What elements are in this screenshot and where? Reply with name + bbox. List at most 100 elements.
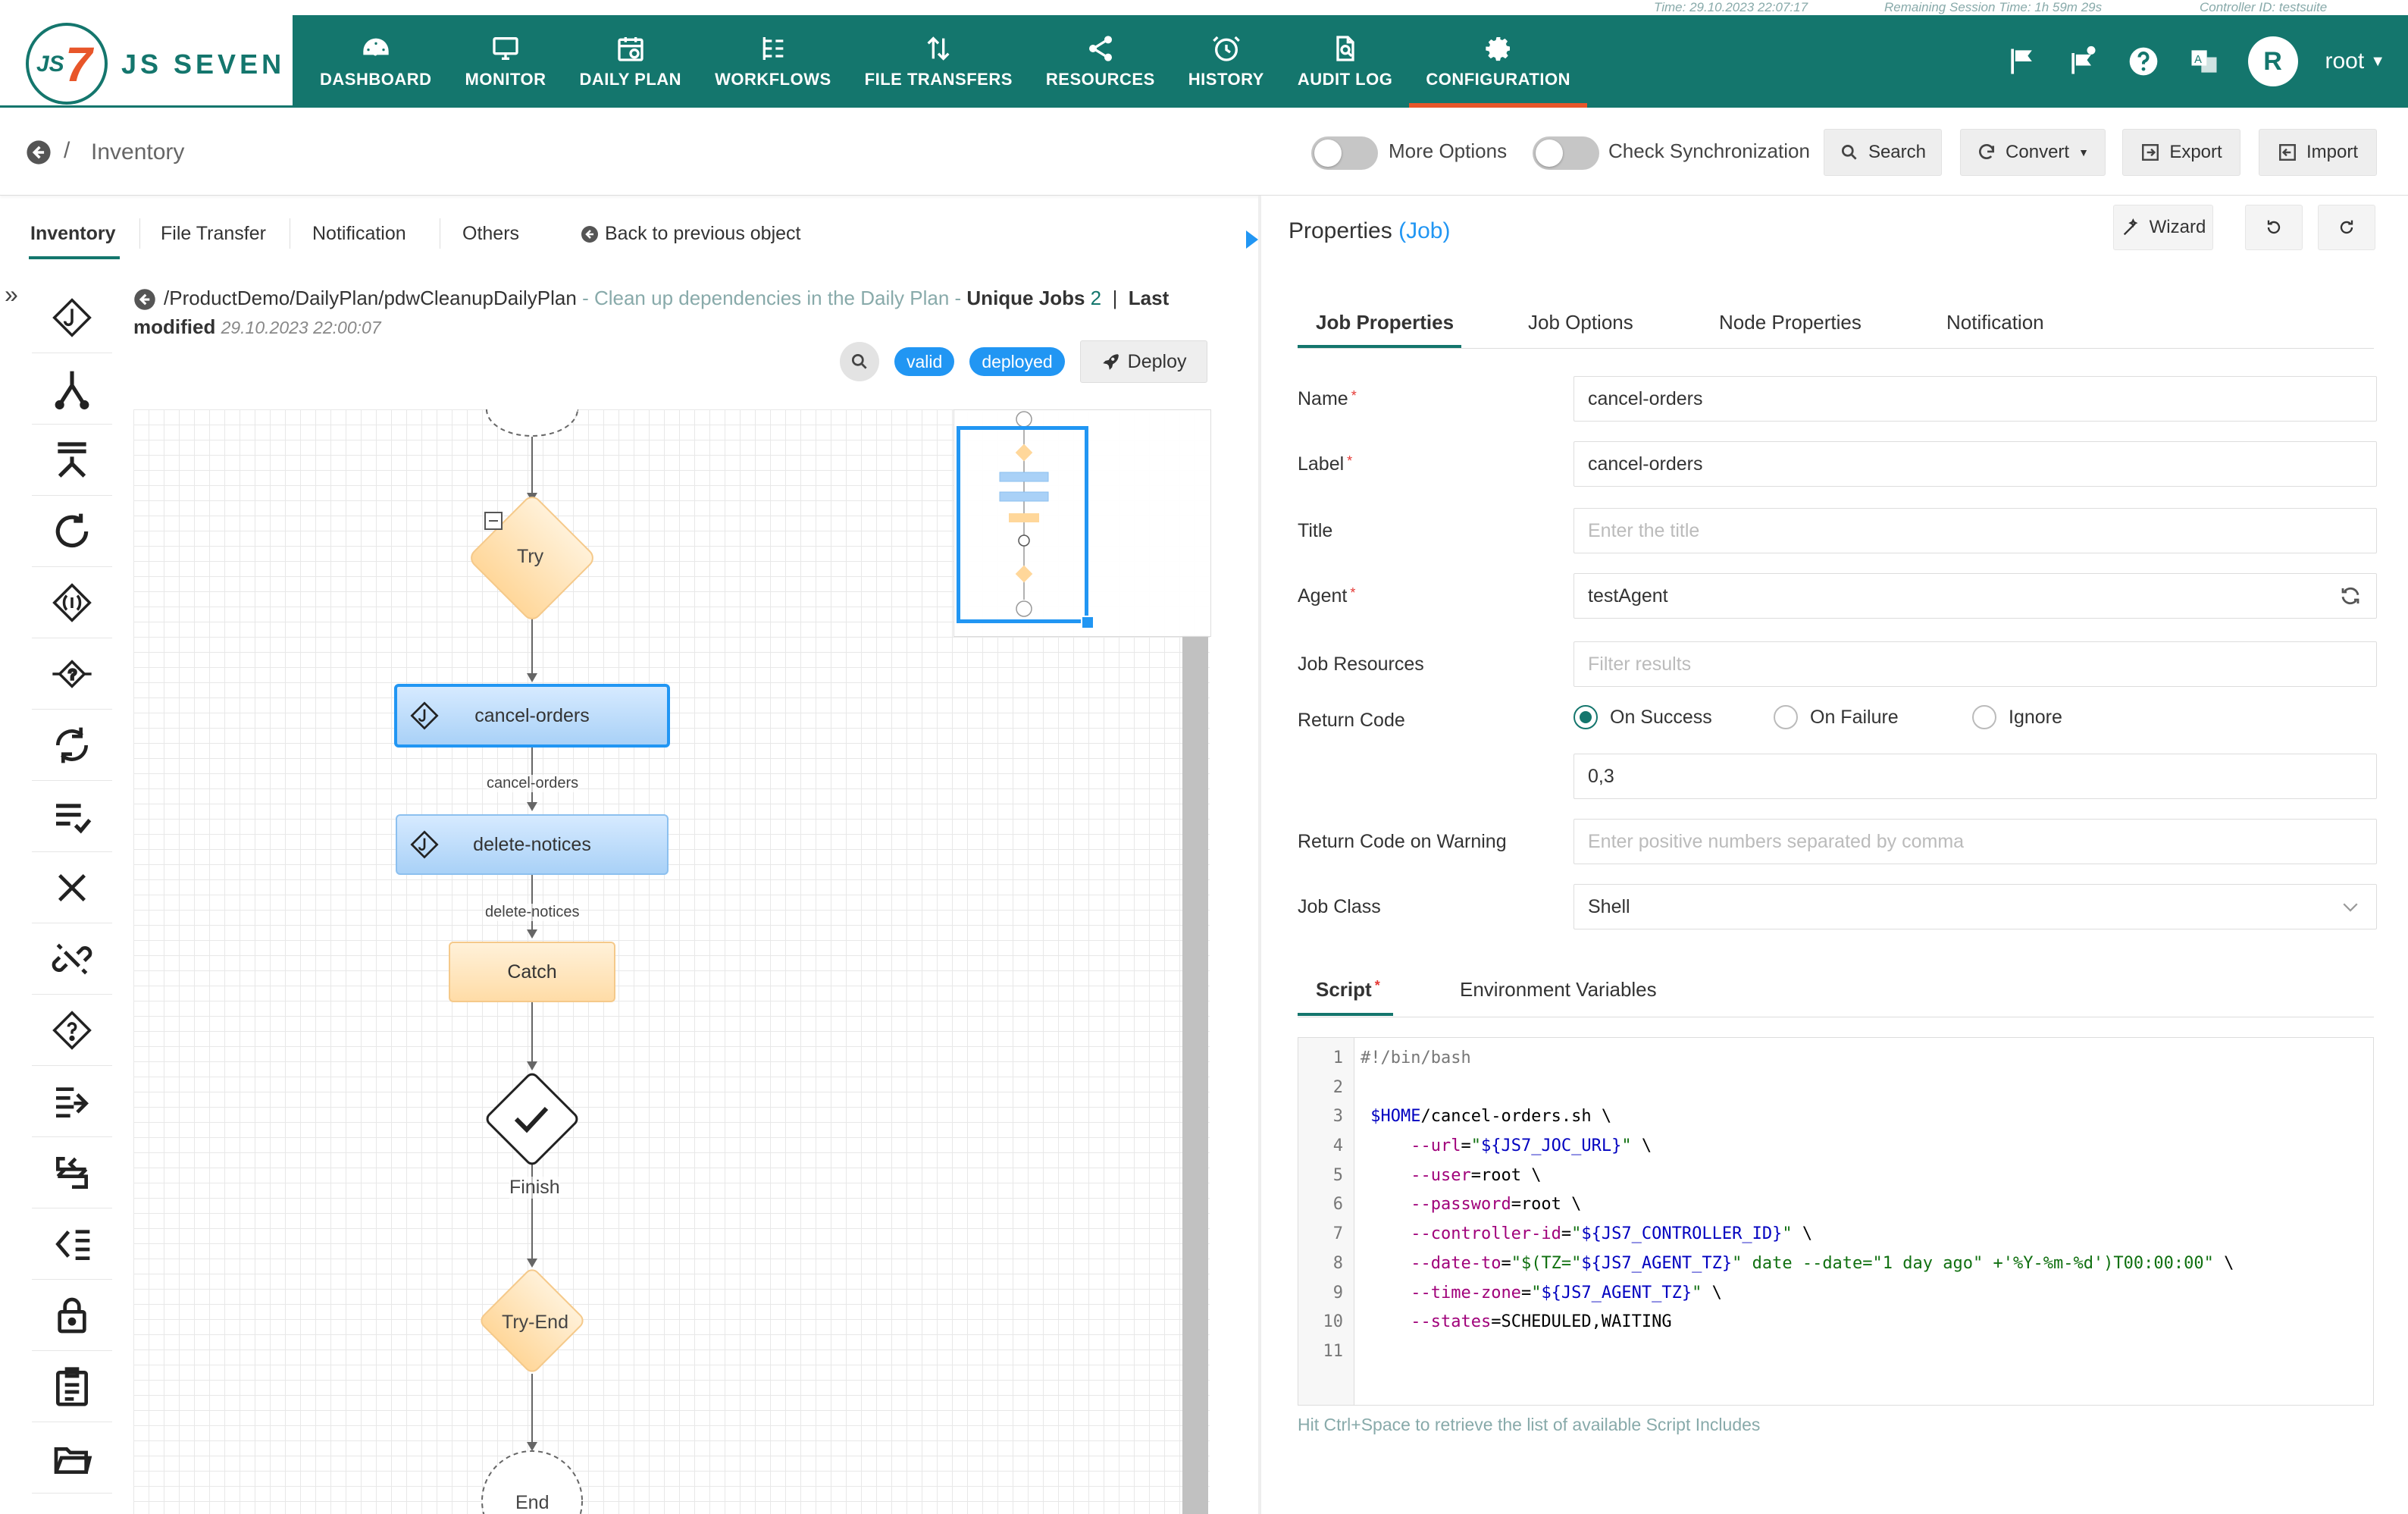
palette-if[interactable] <box>32 567 112 638</box>
tab-notification[interactable]: Notification <box>312 223 406 244</box>
code-line-8: --date-to="$(TZ="${JS7_AGENT_TZ}" date -… <box>1411 1253 2234 1273</box>
palette-lock[interactable] <box>32 1280 112 1351</box>
notification-flag-icon[interactable] <box>2066 45 2100 78</box>
nav-label: MONITOR <box>465 70 546 89</box>
nav-monitor[interactable]: MONITOR <box>449 15 563 108</box>
agent-input[interactable] <box>1573 573 2377 619</box>
tab-node-properties[interactable]: Node Properties <box>1719 311 1862 334</box>
tab-job-properties[interactable]: Job Properties <box>1316 311 1455 334</box>
brand-name: JS SEVEN <box>121 49 286 80</box>
palette-sticky-subagent[interactable] <box>32 1422 112 1494</box>
title-input[interactable] <box>1573 508 2377 553</box>
expand-tree-icon[interactable]: » <box>5 281 18 308</box>
minimap-resize-handle[interactable] <box>1081 616 1094 629</box>
palette-fork[interactable] <box>32 353 112 425</box>
export-button[interactable]: Export <box>2122 129 2240 176</box>
wizard-button[interactable]: Wizard <box>2113 205 2213 250</box>
chevron-down-icon: ▼ <box>2370 52 2385 70</box>
nav-file-transfers[interactable]: FILE TRANSFERS <box>848 15 1029 108</box>
canvas-scrollbar[interactable] <box>1182 635 1208 1514</box>
palette-finish[interactable] <box>32 781 112 852</box>
job-class-label: Job Class <box>1298 896 1381 917</box>
controller-id[interactable]: Controller ID: testsuite <box>2200 0 2328 14</box>
job-node-cancel-orders[interactable]: cancel-orders <box>394 684 670 748</box>
palette-prompt[interactable] <box>32 995 112 1066</box>
radio-on-success[interactable]: On Success <box>1573 705 1712 729</box>
convert-button[interactable]: Convert ▼ <box>1960 129 2106 176</box>
try-end-diamond[interactable] <box>478 1267 585 1374</box>
name-input[interactable] <box>1573 376 2377 422</box>
post-notice-icon <box>56 1086 89 1117</box>
label-input[interactable] <box>1573 441 2377 487</box>
consume-notice-icon <box>55 1229 90 1260</box>
palette-post-notice[interactable] <box>32 1066 112 1137</box>
palette-cycle[interactable] <box>32 710 112 781</box>
search-button[interactable]: Search <box>1824 129 1942 176</box>
tab-environment-variables[interactable]: Environment Variables <box>1460 978 1657 1001</box>
caret-down-icon: ▼ <box>2078 146 2089 158</box>
deploy-button[interactable]: Deploy <box>1079 340 1207 383</box>
nav-audit-log[interactable]: AUDIT LOG <box>1281 15 1410 108</box>
back-arrow-icon[interactable] <box>26 139 52 165</box>
palette-fork-list[interactable] <box>32 425 112 496</box>
tab-script[interactable]: Script* <box>1316 978 1380 1001</box>
user-menu[interactable]: root ▼ <box>2325 49 2386 74</box>
rc-warning-input[interactable] <box>1573 819 2377 864</box>
catch-node[interactable]: Catch <box>449 942 615 1002</box>
back-to-previous-object[interactable]: Back to previous object <box>581 223 800 245</box>
end-circle[interactable] <box>481 1450 583 1514</box>
refresh-icon[interactable] <box>2339 585 2362 607</box>
nav-history[interactable]: HISTORY <box>1172 15 1281 108</box>
script-editor[interactable]: 1 2 3 4 5 6 7 8 9 10 11 #!/bin/bash $HOM… <box>1298 1037 2374 1406</box>
avatar[interactable]: R <box>2247 36 2298 86</box>
nav-resources[interactable]: RESOURCES <box>1029 15 1172 108</box>
inventory-tabs: Inventory File Transfer Notification Oth… <box>0 196 1251 279</box>
radio-on-failure[interactable]: On Failure <box>1774 705 1899 729</box>
tab-file-transfer[interactable]: File Transfer <box>161 223 266 244</box>
return-code-input[interactable] <box>1573 754 2377 799</box>
tab-others[interactable]: Others <box>462 223 520 244</box>
radio-ignore[interactable]: Ignore <box>1972 705 2062 729</box>
tab-job-options[interactable]: Job Options <box>1528 311 1633 334</box>
nav-daily-plan[interactable]: DAILY PLAN <box>562 15 698 108</box>
check-sync-toggle[interactable] <box>1533 136 1599 170</box>
finish-diamond[interactable] <box>485 1072 579 1166</box>
import-icon <box>2279 144 2296 161</box>
help-icon[interactable] <box>2127 45 2160 78</box>
job-node-delete-notices[interactable]: delete-notices <box>396 814 669 875</box>
tab-notification[interactable]: Notification <box>1946 311 2044 334</box>
nav-configuration[interactable]: CONFIGURATION <box>1409 15 1587 108</box>
rc-warning-label: Return Code on Warning <box>1298 831 1507 852</box>
palette-expect-notice[interactable] <box>32 1137 112 1208</box>
search-workflow-button[interactable] <box>840 342 879 381</box>
undo-button[interactable] <box>2245 205 2303 250</box>
import-button[interactable]: Import <box>2259 129 2377 176</box>
palette-fail[interactable] <box>32 852 112 923</box>
palette-retry[interactable] <box>32 496 112 567</box>
minimap[interactable] <box>953 409 1211 637</box>
palette-consume-notice[interactable] <box>32 1208 112 1280</box>
code-line-10: --states=SCHEDULED,WAITING <box>1411 1312 1672 1332</box>
minimap-viewport[interactable] <box>957 426 1088 623</box>
panel-splitter[interactable] <box>1258 196 1261 1514</box>
job-class-select[interactable]: Shell <box>1573 884 2377 929</box>
job-resources-input[interactable] <box>1573 641 2377 687</box>
more-options-toggle[interactable] <box>1311 136 1378 170</box>
server-time: Time: 29.10.2023 22:07:17 <box>1654 0 1808 14</box>
palette-try[interactable]: ? <box>32 638 112 710</box>
redo-button[interactable] <box>2318 205 2375 250</box>
job-diamond-icon <box>410 701 439 730</box>
palette-add-order[interactable] <box>32 1351 112 1422</box>
palette-job[interactable] <box>32 282 112 353</box>
tab-inventory[interactable]: Inventory <box>30 223 116 244</box>
palette-break[interactable] <box>32 923 112 995</box>
back-arrow-icon[interactable] <box>133 288 156 311</box>
export-icon <box>2142 144 2159 161</box>
collapse-panel-icon[interactable] <box>1243 224 1261 255</box>
nav-dashboard[interactable]: DASHBOARD <box>303 15 449 108</box>
nav-workflows[interactable]: WORKFLOWS <box>698 15 848 108</box>
flag-icon[interactable] <box>2006 45 2039 78</box>
code-line-5: --user=root \ <box>1411 1165 1542 1185</box>
language-icon[interactable]: A <box>2187 45 2221 78</box>
